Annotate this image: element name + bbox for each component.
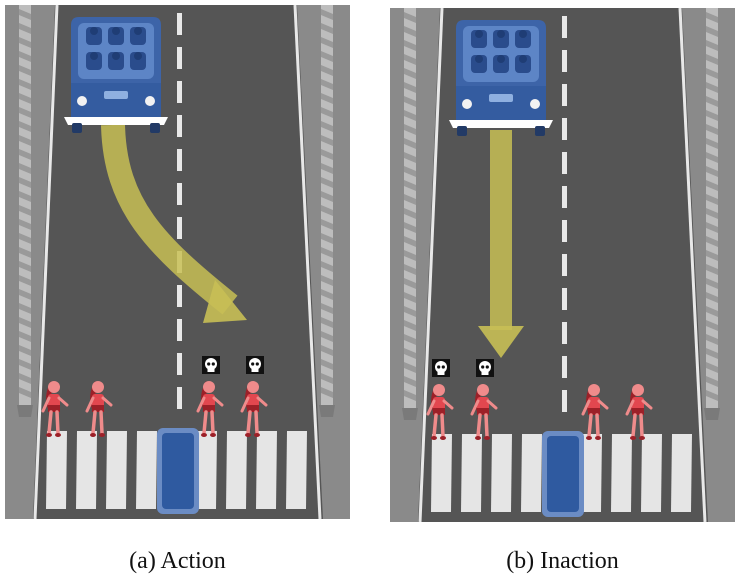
skull-icon [202, 356, 220, 374]
leg [631, 413, 637, 438]
head [92, 381, 104, 393]
leg [587, 413, 593, 438]
skirt [632, 408, 644, 415]
caption-action: (a) Action [129, 548, 226, 574]
trajectory-arrow [101, 124, 247, 323]
skirt [433, 408, 445, 415]
leg [99, 410, 104, 435]
pedestrian-icon [85, 381, 113, 437]
leg [440, 413, 445, 438]
head [48, 381, 60, 393]
skirt [477, 408, 489, 415]
bumper [64, 117, 168, 125]
seat-icon [108, 27, 124, 45]
leg [91, 410, 97, 435]
side-barrier [704, 8, 720, 420]
arm [212, 396, 224, 407]
seat-icon [86, 52, 102, 70]
side-barrier [319, 5, 335, 417]
barrier-icon [542, 431, 584, 517]
barrier-icon [157, 428, 199, 514]
side-barrier [402, 8, 418, 420]
arm [101, 396, 113, 407]
self-driving-car-icon [64, 17, 168, 133]
arm [57, 396, 69, 407]
road-edge-line [293, 5, 322, 519]
head [433, 384, 445, 396]
crosswalk [431, 434, 692, 512]
head [247, 381, 259, 393]
seat-icon [515, 30, 531, 48]
head [477, 384, 489, 396]
self-driving-car-icon [449, 20, 553, 136]
seat-icon [108, 52, 124, 70]
leg [55, 410, 60, 435]
leg [476, 413, 482, 438]
leg [639, 413, 644, 438]
leg [47, 410, 53, 435]
leg [210, 410, 215, 435]
pedestrian-icon [240, 381, 268, 437]
seat-icon [86, 27, 102, 45]
panel-action [5, 5, 350, 519]
pedestrian-icon [426, 384, 454, 440]
arm [41, 396, 51, 413]
leg [254, 410, 259, 435]
seat-icon [471, 30, 487, 48]
arm [442, 399, 454, 410]
bumper [449, 120, 553, 128]
head [632, 384, 644, 396]
caption-inaction: (b) Inaction [506, 548, 619, 574]
side-barrier [17, 5, 33, 417]
arm [240, 396, 250, 413]
skirt [588, 408, 600, 415]
skull-icon [432, 359, 450, 377]
skirt [48, 405, 60, 412]
leg [595, 413, 600, 438]
arm [196, 396, 206, 413]
head [203, 381, 215, 393]
head [588, 384, 600, 396]
arm [625, 399, 635, 416]
arm [641, 399, 653, 410]
skull-icon [246, 356, 264, 374]
leg [484, 413, 489, 438]
skirt [247, 405, 259, 412]
road-edge-line [418, 8, 444, 522]
seat-icon [493, 55, 509, 73]
seat-icon [471, 55, 487, 73]
arm [256, 396, 268, 407]
arm [597, 399, 609, 410]
seat-icon [515, 55, 531, 73]
road-edge-line [678, 8, 707, 522]
pedestrian-icon [625, 384, 653, 440]
arm [85, 396, 95, 413]
skull-icon [476, 359, 494, 377]
scene-inaction [390, 8, 735, 522]
pedestrian-icon [196, 381, 224, 437]
scene-action [5, 5, 350, 519]
arm [581, 399, 591, 416]
arm [470, 399, 480, 416]
arm [426, 399, 436, 416]
pedestrian-icon [470, 384, 498, 440]
pedestrian-icon [581, 384, 609, 440]
seat-icon [130, 27, 146, 45]
leg [432, 413, 438, 438]
trajectory-arrow [478, 130, 524, 358]
pedestrian-icon [41, 381, 69, 437]
skirt [92, 405, 104, 412]
leg [246, 410, 252, 435]
road-edge-line [33, 5, 59, 519]
arm [486, 399, 498, 410]
leg [202, 410, 208, 435]
skirt [203, 405, 215, 412]
panel-inaction [390, 8, 735, 522]
center-dashed-line [562, 16, 567, 412]
seat-icon [493, 30, 509, 48]
seat-icon [130, 52, 146, 70]
